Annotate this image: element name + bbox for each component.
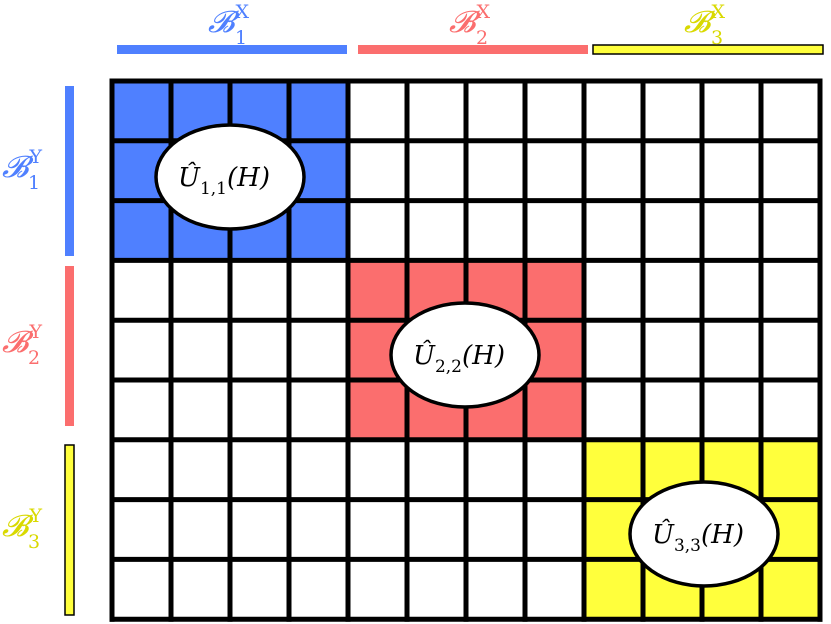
y-block-label-1-sub: 1 <box>28 172 40 194</box>
unitary-argument: (H) <box>227 163 270 193</box>
unitary-index: 2,2 <box>435 357 462 377</box>
y-block-label-3-sup: Y <box>28 505 42 527</box>
y-block-label-1-sup: Y <box>28 146 42 168</box>
unitary-argument: (H) <box>701 520 744 550</box>
x-block-bar-3 <box>592 44 824 55</box>
unitary-symbol: Û <box>652 518 675 550</box>
unitary-labels: Û1,1(H)Û2,2(H)Û3,3(H) <box>154 123 780 588</box>
x-block-label-3-sup: X <box>711 1 725 23</box>
x-block-label-2-sub: 2 <box>476 27 488 49</box>
unitary-ellipse <box>628 480 780 588</box>
y-block-label-3-sub: 3 <box>28 531 40 553</box>
unitary-ellipse <box>154 123 306 231</box>
y-block-bar-3 <box>64 444 75 616</box>
unitary-label-1: Û1,1(H) <box>154 123 306 231</box>
x-block-bar-1 <box>117 45 347 54</box>
x-block-label-1-sup: X <box>235 1 249 23</box>
unitary-ellipse <box>389 301 541 409</box>
unitary-index: 3,3 <box>674 536 701 556</box>
x-block-label-1-sub: 1 <box>235 27 247 49</box>
unitary-text: Û3,3(H) <box>652 518 744 556</box>
unitary-text: Û2,2(H) <box>413 339 505 377</box>
unitary-label-3: Û3,3(H) <box>628 480 780 588</box>
unitary-text: Û1,1(H) <box>178 161 270 199</box>
unitary-argument: (H) <box>462 341 505 371</box>
y-block-label-2-sub: 2 <box>28 347 40 369</box>
y-block-bar-1 <box>65 86 74 256</box>
unitary-symbol: Û <box>178 161 201 193</box>
y-block-bar-2 <box>65 266 74 426</box>
unitary-symbol: Û <box>413 339 436 371</box>
unitary-label-2: Û2,2(H) <box>389 301 541 409</box>
x-block-label-3-sub: 3 <box>711 27 723 49</box>
y-block-label-2-sup: Y <box>28 321 42 343</box>
x-block-label-2-sup: X <box>476 1 490 23</box>
x-block-bar-2 <box>358 45 588 54</box>
unitary-index: 1,1 <box>200 179 227 199</box>
